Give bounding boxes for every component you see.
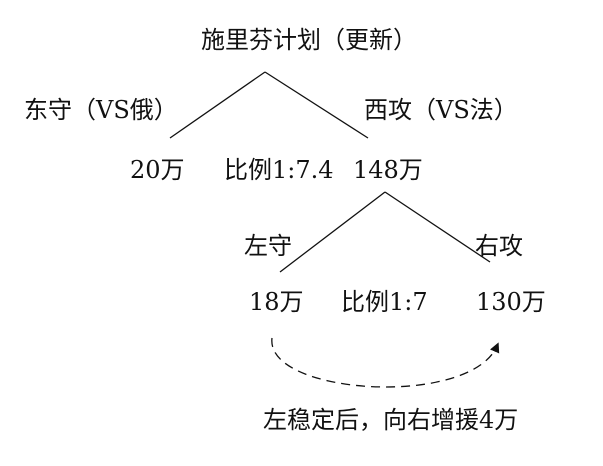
- reinforcement-note: 左稳定后，向右增援4万: [263, 406, 519, 434]
- east-force-value: 20万: [130, 156, 185, 184]
- top-ratio: 比例1:7.4: [224, 156, 334, 184]
- reinforcement-arrow: [271, 337, 500, 388]
- east-defense-label: 东守（VS俄）: [24, 96, 178, 124]
- branch-line-west: [264, 71, 369, 139]
- bottom-ratio: 比例1:7: [341, 288, 428, 316]
- west-force-value: 148万: [353, 156, 423, 184]
- right-force-value: 130万: [476, 288, 546, 316]
- branch-line-east: [169, 71, 266, 139]
- right-attack-label: 右攻: [475, 232, 523, 260]
- diagram-title: 施里芬计划（更新）: [201, 26, 417, 54]
- branch-line-left: [279, 191, 386, 273]
- left-defense-label: 左守: [244, 232, 292, 260]
- west-attack-label: 西攻（VS法）: [364, 96, 518, 124]
- branch-line-right: [384, 191, 491, 263]
- left-force-value: 18万: [249, 288, 304, 316]
